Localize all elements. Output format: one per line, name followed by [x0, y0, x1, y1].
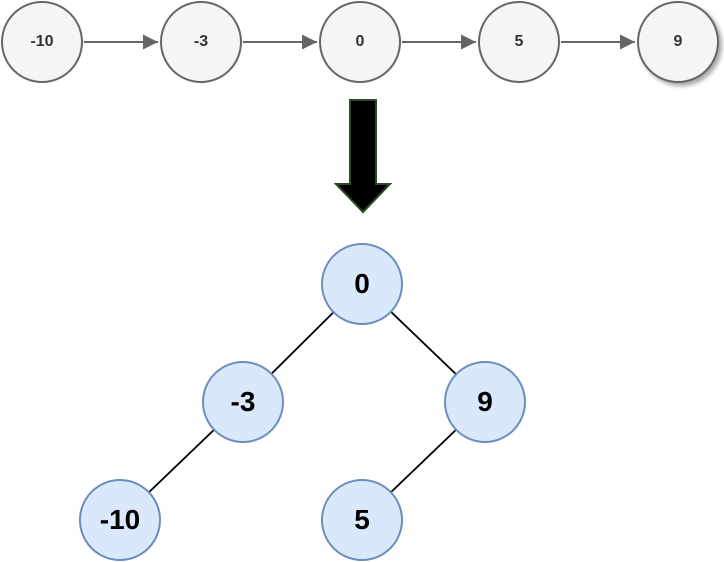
node-value: -3	[230, 386, 256, 417]
linked-list-node: 5	[478, 1, 560, 83]
linked-list-node: 0	[319, 1, 401, 83]
tree-node: 0	[321, 243, 403, 325]
linked-list-node: -3	[160, 1, 242, 83]
tree-node: -10	[79, 479, 161, 561]
node-value: 5	[354, 504, 370, 535]
node-value: 0	[354, 268, 370, 299]
node-value: 9	[477, 386, 493, 417]
node-value: -3	[193, 33, 209, 50]
linked-list-node: 9	[637, 1, 719, 83]
down-arrow-icon	[333, 99, 393, 214]
node-value: 5	[514, 33, 524, 50]
linked-list-node: -10	[1, 1, 83, 83]
tree-node: 5	[321, 479, 403, 561]
node-value: 0	[355, 33, 365, 50]
node-value: 9	[673, 33, 683, 50]
node-value: -10	[30, 33, 54, 50]
tree-node: 9	[444, 361, 526, 443]
node-value: -10	[99, 504, 141, 535]
tree-node: -3	[202, 361, 284, 443]
